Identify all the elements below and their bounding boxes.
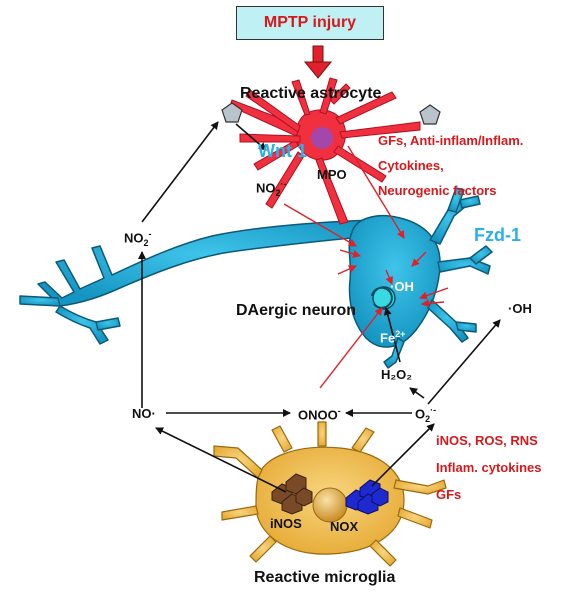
- injury-arrow: [303, 45, 333, 79]
- wnt-ligand-icon-right: [419, 104, 441, 125]
- astrocyte-factor-2: Cytokines,: [378, 158, 444, 173]
- wnt-label: Wnt 1: [258, 141, 307, 161]
- no2-radical-sub: 2: [275, 187, 281, 198]
- neuron-title: DAergic neuron: [236, 302, 357, 319]
- fe-label: Fe2+: [380, 329, 406, 346]
- oh-right-label: ·OH: [508, 301, 532, 316]
- microglia-factor-3: GFs: [436, 487, 462, 502]
- neuron-shape: [19, 187, 493, 369]
- mpo-label: MPO: [317, 167, 347, 182]
- astrocyte-factor-1: GFs, Anti-inflam/Inflam.: [378, 133, 524, 148]
- no2-left-sup: -: [148, 229, 152, 239]
- red-arrows: [283, 145, 449, 389]
- fe-sup: 2+: [395, 329, 406, 339]
- microglia-factor-2: Inflam. cytokines: [436, 460, 542, 475]
- no-radical-label: NO·: [132, 406, 156, 421]
- onoo-label: ONOO-: [298, 406, 341, 423]
- black-arrows: [138, 121, 501, 493]
- no2-radical-prefix: NO: [256, 180, 276, 196]
- h2o2-label: H₂O₂: [381, 367, 413, 382]
- wnt-ligand-icon-left: [221, 102, 243, 123]
- nox-enzyme-icon: [345, 479, 389, 515]
- no2-radical-label: NO2·-: [256, 180, 287, 198]
- astrocyte-factor-3: Neurogenic factors: [378, 183, 497, 198]
- mptp-injury-banner: MPTP injury: [236, 6, 384, 40]
- superoxide-label: O2·-: [415, 406, 436, 424]
- onoo-sup: -: [337, 406, 341, 416]
- no2-left-label: NO2-: [124, 230, 152, 248]
- microglia-factor-1: iNOS, ROS, RNS: [436, 433, 538, 448]
- microglia-nucleus: [312, 487, 348, 523]
- no2-left-prefix: NO: [124, 230, 144, 246]
- microglia-title: Reactive microglia: [254, 569, 396, 586]
- inos-label: iNOS: [270, 516, 302, 531]
- o2-prefix: O: [415, 406, 426, 422]
- fe-prefix: Fe: [380, 330, 396, 346]
- astrocyte-nucleus: [311, 127, 333, 149]
- onoo-text: ONOO: [298, 407, 338, 423]
- banner-label: MPTP injury: [263, 14, 357, 31]
- astrocyte-shape: [229, 77, 421, 225]
- nox-label: NOX: [330, 519, 359, 534]
- astrocyte-title: Reactive astrocyte: [240, 85, 382, 102]
- no2-radical-sup: ·-: [280, 179, 287, 189]
- o2-sub: 2: [425, 413, 431, 424]
- fzd-label: Fzd-1: [474, 225, 521, 245]
- inos-enzyme-icon: [271, 473, 313, 515]
- oh-inside-label: ·OH: [390, 279, 414, 294]
- no2-left-sub: 2: [143, 237, 149, 248]
- o2-sup: ·-: [430, 405, 437, 415]
